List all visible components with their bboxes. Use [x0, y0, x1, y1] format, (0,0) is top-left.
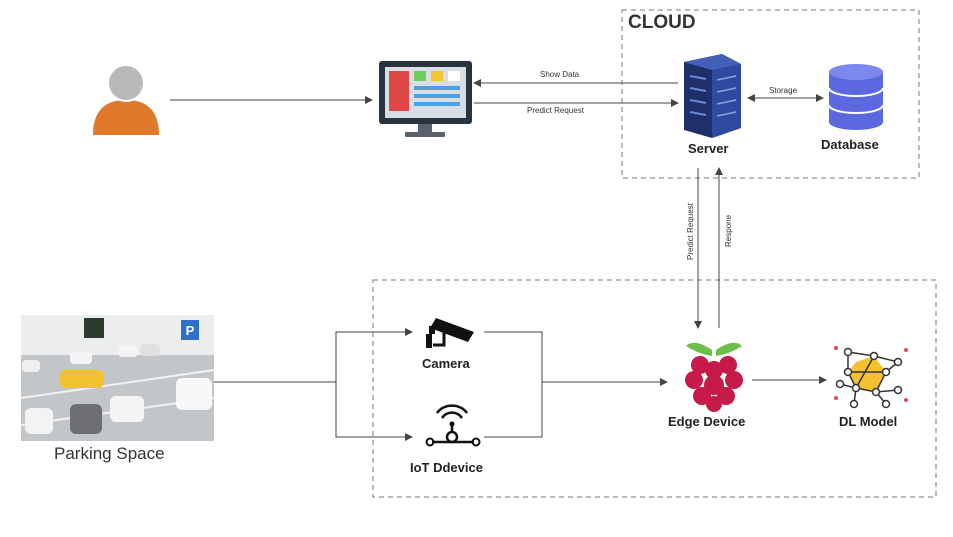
dashboard-monitor-icon: [379, 61, 472, 137]
user-avatar-icon: [93, 64, 159, 135]
server-label: Server: [688, 141, 729, 156]
neural-network-icon: [834, 346, 908, 409]
edge-boundary: [372, 279, 937, 498]
storage-label: Storage: [769, 86, 798, 95]
branch-to-camera-edge: [335, 328, 413, 382]
iot-device-icon: [425, 404, 481, 447]
cloud-title: CLOUD: [628, 12, 696, 33]
predict-request-vertical-label: Predict Request: [686, 203, 695, 260]
branch-to-iot-edge: [335, 382, 413, 441]
database-label: Database: [821, 137, 879, 152]
parking-lot-photo: P: [20, 315, 215, 441]
cloud-boundary: [621, 9, 920, 179]
camera-out-edge: [484, 331, 543, 438]
svg-text:P: P: [186, 323, 195, 338]
raspberry-pi-icon: [685, 342, 743, 412]
response-vertical-label: Respone: [724, 214, 733, 247]
iot-device-label: IoT Ddevice: [410, 460, 483, 475]
predict-request-label: Predict Request: [527, 106, 584, 115]
camera-label: Camera: [422, 356, 470, 371]
database-icon: [828, 64, 884, 130]
server-rack-icon: [684, 54, 741, 138]
show-data-label: Show Data: [540, 70, 580, 79]
dl-model-label: DL Model: [839, 414, 898, 429]
parking-space-label: Parking Space: [54, 444, 165, 463]
cctv-camera-icon: [426, 318, 474, 348]
edge-device-label: Edge Device: [668, 414, 746, 429]
